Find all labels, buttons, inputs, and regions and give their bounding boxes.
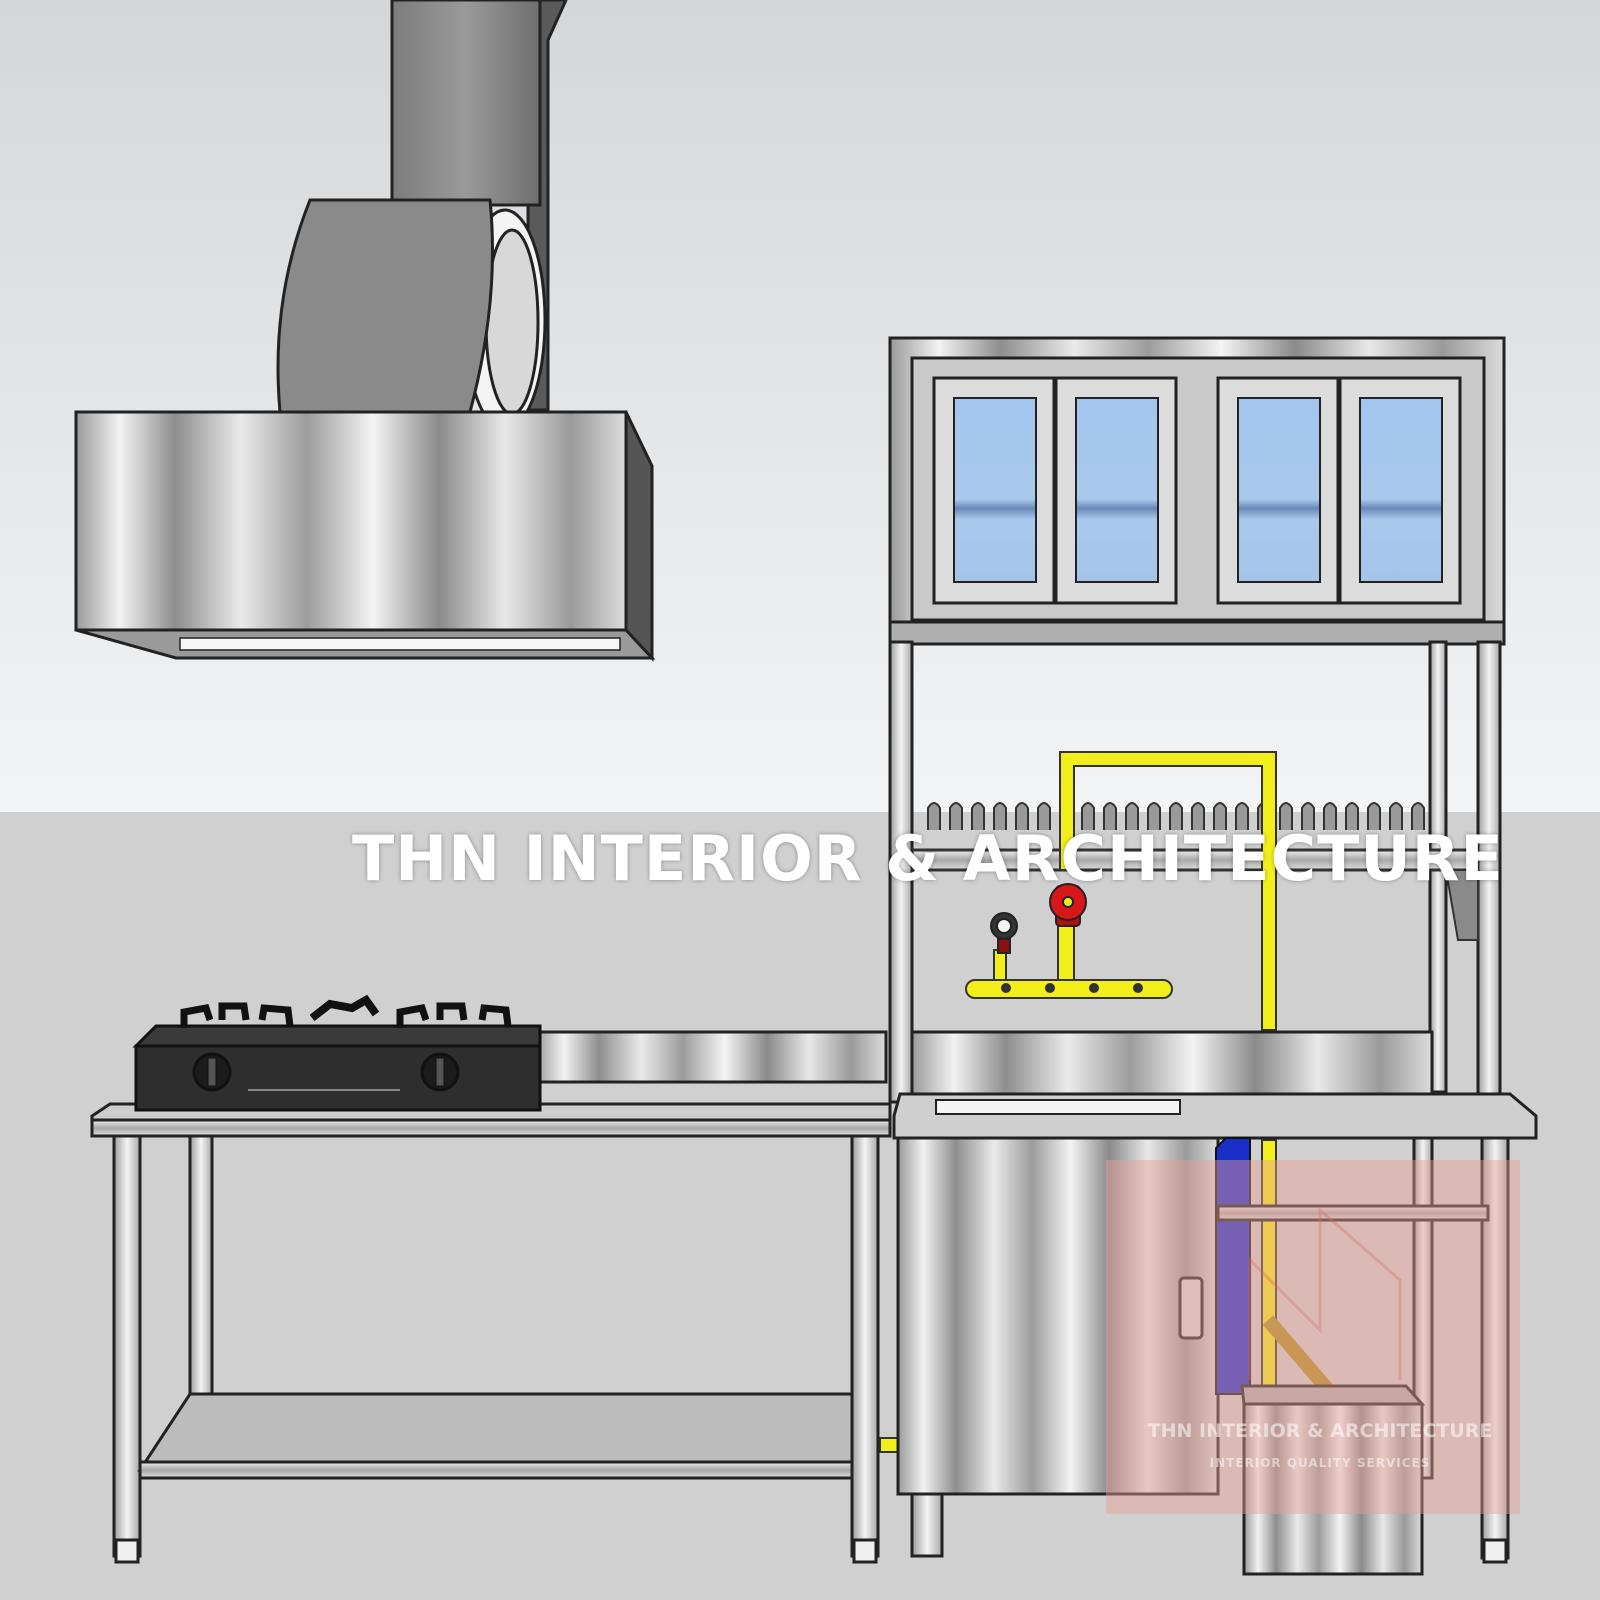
logo-watermark <box>1248 1206 1402 1380</box>
hood-body <box>74 410 628 632</box>
duct-vertical <box>390 0 542 207</box>
gauge-center <box>996 918 1012 934</box>
gas-outlet <box>1045 983 1055 993</box>
glass-pane-4 <box>1359 397 1443 583</box>
cabinet-foot-left <box>910 1492 944 1558</box>
leg-front-left <box>112 1134 142 1558</box>
water-pipe <box>1215 1137 1336 1397</box>
gas-pipe-tee <box>993 949 1007 981</box>
watermark-title: THN INTERIOR & ARCHITECTURE <box>352 822 1504 895</box>
burner-left <box>180 1002 294 1028</box>
cabinet-panel <box>896 1136 1220 1496</box>
sink-backsplash <box>910 1030 1434 1096</box>
drain-hose <box>1262 1315 1336 1397</box>
double-gas-stove <box>132 994 542 1112</box>
trap-body <box>1242 1402 1424 1576</box>
cabinet-bottom <box>888 620 1506 646</box>
exhaust-hood <box>74 0 656 662</box>
under-shelf <box>137 1392 854 1472</box>
fan-motor <box>276 198 494 414</box>
burner-right <box>396 1002 512 1028</box>
logo-stamp <box>1106 1160 1520 1514</box>
glass-pane-3 <box>1237 397 1321 583</box>
sink-cabinet <box>896 1136 1220 1558</box>
sink-frame <box>1216 1136 1510 1564</box>
knob-right-mark <box>435 1057 445 1087</box>
table-backsplash <box>534 1030 888 1084</box>
foot-right <box>852 1538 878 1564</box>
gas-outlet <box>1001 983 1011 993</box>
sink-crossbar <box>1216 1204 1490 1222</box>
glass-door-wall-cabinet <box>888 336 1506 646</box>
gas-manifold <box>965 979 1173 999</box>
dish-rack-bracket <box>1444 869 1479 941</box>
pressure-gauge <box>990 912 1018 954</box>
sink-table-top <box>892 1030 1538 1140</box>
gas-pipe-loop <box>1059 751 1277 1031</box>
gas-outlet <box>1089 983 1099 993</box>
leg-front-right <box>850 1134 880 1558</box>
hood-filter <box>179 637 621 651</box>
stainless-work-table <box>90 1030 892 1564</box>
under-shelf-edge <box>138 1460 854 1480</box>
cabinet-handle[interactable] <box>1178 1276 1204 1340</box>
drain-pipe <box>1215 1137 1251 1395</box>
gas-valve[interactable] <box>1049 883 1087 927</box>
stove-top <box>132 1024 542 1048</box>
valve-center <box>1062 896 1074 908</box>
sink-basin-rim <box>935 1099 1181 1115</box>
stamp-brand-text: THN INTERIOR & ARCHITECTURE <box>1147 1420 1493 1442</box>
glass-pane-1 <box>953 397 1037 583</box>
stamp-tagline-text: INTERIOR QUALITY SERVICES <box>1209 1456 1431 1470</box>
glass-pane-2 <box>1075 397 1159 583</box>
gas-outlet <box>1133 983 1143 993</box>
grease-trap-box <box>1240 1384 1426 1576</box>
logo-mark-shape <box>1248 1206 1402 1380</box>
foot-left <box>114 1538 140 1564</box>
burner-center <box>309 994 380 1022</box>
dish-rack-shelf <box>910 848 1480 872</box>
sink-foot-right <box>1482 1538 1508 1564</box>
knob-left-mark <box>207 1057 217 1087</box>
table-edge <box>90 1118 892 1138</box>
gauge-stem <box>997 938 1011 954</box>
